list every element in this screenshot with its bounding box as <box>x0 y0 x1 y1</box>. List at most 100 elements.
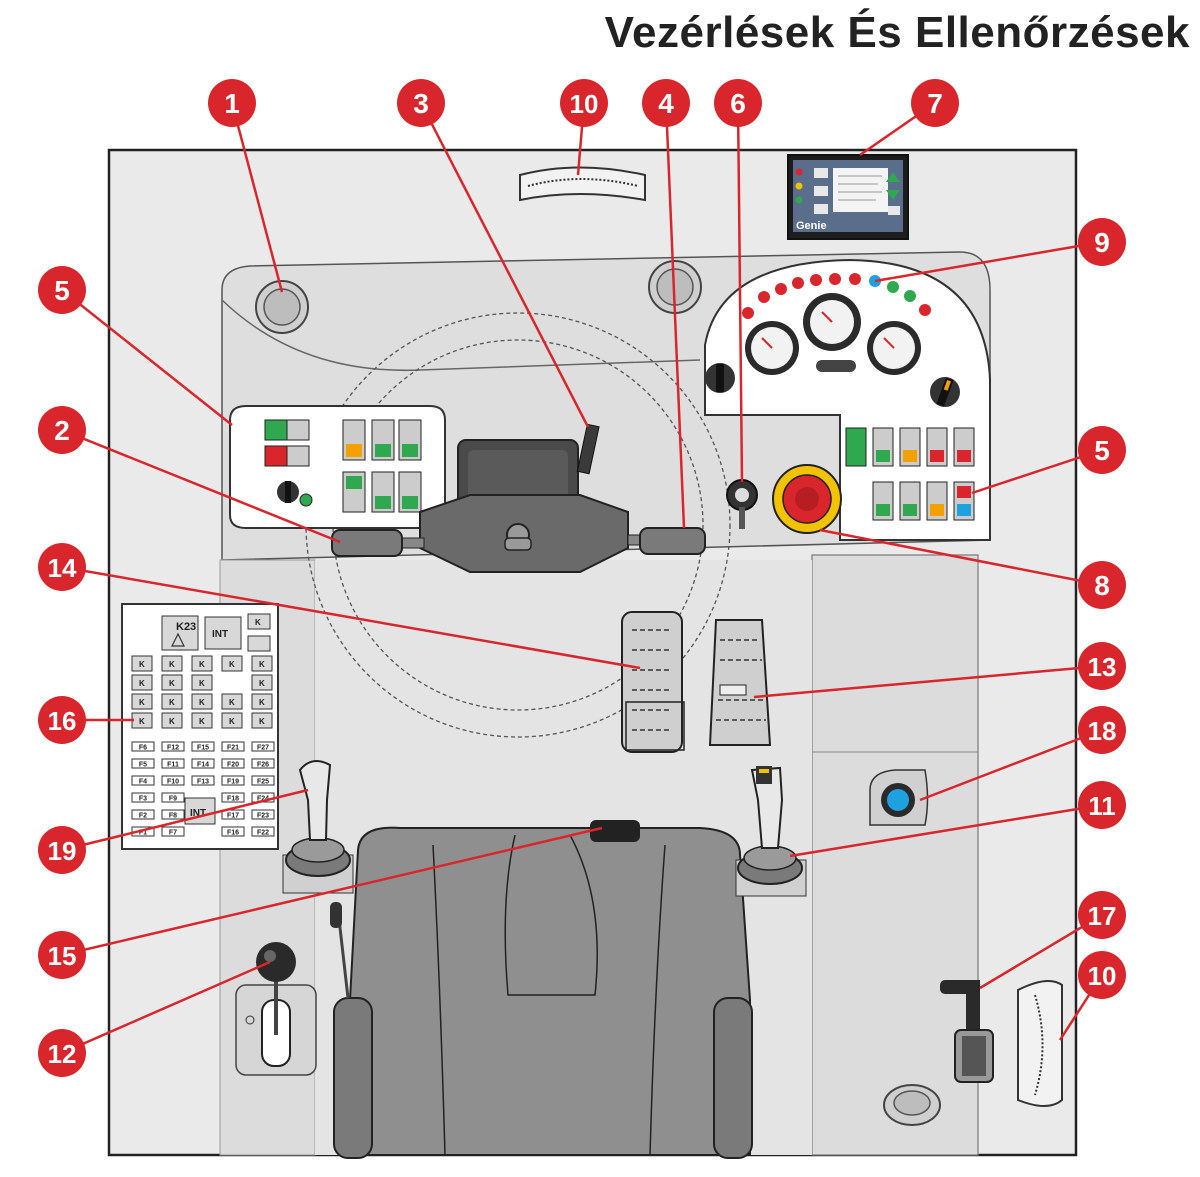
fuse-slot <box>161 758 185 769</box>
fuse-label: F21 <box>227 745 239 752</box>
floor-vent[interactable] <box>883 1084 941 1126</box>
fuse-slot <box>191 741 215 752</box>
gauge-left <box>745 321 799 375</box>
callout-circle <box>1078 561 1126 609</box>
callout-circle <box>1078 951 1126 999</box>
right-control-stalk[interactable] <box>627 527 706 555</box>
switch-bank-right[interactable] <box>845 427 975 521</box>
air-vent-left[interactable] <box>255 280 309 334</box>
heater-control-knob[interactable] <box>869 769 929 826</box>
relay-slot-label: K <box>199 660 205 669</box>
fuse-slot <box>131 809 155 820</box>
callout-number: 10 <box>1088 961 1117 991</box>
door-handle[interactable] <box>940 980 994 1083</box>
callout-leaders <box>61 101 1104 1055</box>
callout-number: 7 <box>927 88 943 119</box>
relay-slot <box>251 655 273 672</box>
relay-slot-label: K <box>169 660 175 669</box>
int-relay-bottom-label: INT <box>190 808 206 819</box>
callout-number: 10 <box>570 89 599 119</box>
callout-c11: 11 <box>1078 781 1126 829</box>
relay-slot <box>161 693 183 710</box>
fuse-slot <box>251 758 275 769</box>
gauge-center <box>803 293 861 351</box>
callout-c10a: 10 <box>560 79 608 127</box>
callout-c19: 19 <box>38 826 86 874</box>
relay-slot-label: K <box>169 698 175 707</box>
operator-seat[interactable] <box>333 820 753 1159</box>
callout-number: 19 <box>48 836 77 866</box>
gauge-panel <box>704 258 991 541</box>
brake-pedal[interactable] <box>621 611 685 753</box>
grab-handle-top[interactable] <box>519 166 646 202</box>
callout-number: 5 <box>54 275 70 306</box>
fuse-label: F2 <box>139 813 147 820</box>
relay-slot <box>131 674 153 691</box>
grab-handle-side[interactable] <box>1017 980 1063 1107</box>
callout-circle <box>38 931 86 979</box>
relay-slot <box>161 674 183 691</box>
emergency-stop-button[interactable] <box>772 464 842 534</box>
relay-slot-label: K <box>199 698 205 707</box>
fuse-label: F1 <box>139 830 147 837</box>
fuse-slot <box>131 792 155 803</box>
callout-c10b: 10 <box>1078 951 1126 999</box>
seat-adjust-lever[interactable] <box>330 902 350 999</box>
relay-slot <box>251 693 273 710</box>
callout-circle <box>38 543 86 591</box>
display-screen[interactable]: Genie <box>787 154 909 240</box>
fuse-label: F25 <box>257 779 269 786</box>
callout-number: 13 <box>1088 652 1117 682</box>
accelerator-pedal[interactable] <box>708 619 772 746</box>
relay-slot-label: K <box>139 698 145 707</box>
callout-circle <box>397 79 445 127</box>
left-control-stalk[interactable] <box>331 529 425 557</box>
gear-selector-lever[interactable] <box>235 942 317 1076</box>
relay-k23-label: K23 <box>176 621 196 633</box>
relay-slot <box>191 712 213 729</box>
relay-slot-label: K <box>139 679 145 688</box>
right-joystick[interactable] <box>735 766 807 897</box>
gauge-right <box>867 321 921 375</box>
page-title: Vezérlések És Ellenőrzések <box>604 8 1190 57</box>
fuse-label: F12 <box>167 745 179 752</box>
relay-slot-label: K <box>229 698 235 707</box>
rotary-switch-left[interactable] <box>705 363 735 393</box>
callout-number: 17 <box>1088 901 1117 931</box>
steering-tilt-lever[interactable] <box>576 423 600 475</box>
callout-c5b: 5 <box>1078 426 1126 474</box>
left-joystick[interactable] <box>282 760 354 894</box>
relay-slot <box>221 712 243 729</box>
fuse-label: F16 <box>227 830 239 837</box>
fuse-slot <box>251 809 275 820</box>
fuse-slot <box>251 741 275 752</box>
callout-c18: 18 <box>1078 706 1126 754</box>
switch-bank-left[interactable] <box>229 405 446 529</box>
callout-circle <box>1078 781 1126 829</box>
callout-c12: 12 <box>38 1029 86 1077</box>
callout-circle <box>38 406 86 454</box>
fuse-slot <box>161 775 185 786</box>
fuse-slot <box>131 741 155 752</box>
fuse-label: F18 <box>227 796 239 803</box>
rotary-switch-right[interactable] <box>930 377 960 407</box>
relay-slot <box>251 712 273 729</box>
fuse-label: F10 <box>167 779 179 786</box>
callout-circle <box>38 826 86 874</box>
steering-hub[interactable] <box>419 494 629 573</box>
callout-c9: 9 <box>1078 218 1126 266</box>
callout-circle <box>1078 218 1126 266</box>
callout-c4: 4 <box>642 79 690 127</box>
callout-c7: 7 <box>911 79 959 127</box>
callout-circle <box>1078 426 1126 474</box>
relay-slot-label: K <box>199 679 205 688</box>
callout-c2: 2 <box>38 406 86 454</box>
fuse-label: F23 <box>257 813 269 820</box>
fuse-slot <box>221 758 245 769</box>
fuse-label: F22 <box>257 830 269 837</box>
callout-number: 11 <box>1088 791 1116 821</box>
fuse-label: F4 <box>139 779 147 786</box>
fuse-slot <box>221 826 245 837</box>
